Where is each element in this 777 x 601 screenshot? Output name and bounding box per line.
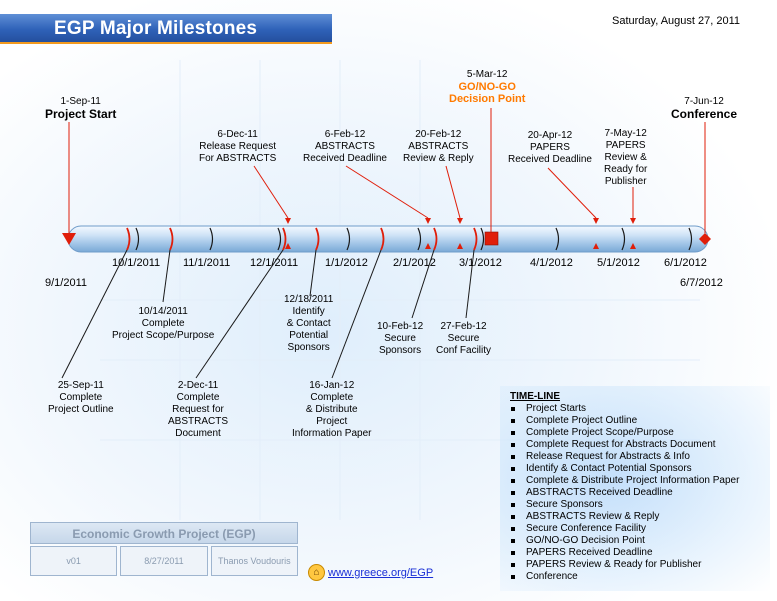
list-item: PAPERS Review & Ready for Publisher — [510, 559, 739, 571]
list-item: GO/NO-GO Decision Point — [510, 535, 739, 547]
milestone-identify-sponsors: 12/18/2011 Identify & Contact Potential … — [284, 294, 334, 353]
milestone-secure-facility: 27-Feb-12 Secure Conf Facility — [436, 321, 492, 356]
list-item: Complete Request for Abstracts Document — [510, 439, 739, 451]
version-cell: v01 — [30, 546, 118, 576]
list-item: Release Request for Abstracts & Info — [510, 451, 739, 463]
list-item: Complete & Distribute Project Informatio… — [510, 475, 739, 487]
list-item: ABSTRACTS Review & Reply — [510, 511, 739, 523]
author-cell: Thanos Voudouris — [210, 546, 298, 576]
list-item: Project Starts — [510, 403, 739, 415]
website-link-group: ⌂ www.greece.org/EGP — [308, 564, 433, 581]
milestone-abstracts-deadline: 6-Feb-12 ABSTRACTS Received Deadline — [303, 129, 387, 164]
axis-tick-label: 3/1/2012 — [459, 257, 502, 269]
timeline-panel — [500, 386, 770, 591]
timeline-title: TIME-LINE — [510, 391, 560, 402]
milestone-project-outline: 25-Sep-11 Complete Project Outline — [48, 380, 114, 415]
project-info-row: v01 8/27/2011 Thanos Voudouris — [30, 546, 298, 576]
website-link[interactable]: www.greece.org/EGP — [328, 566, 434, 579]
axis-tick-label: 11/1/2011 — [183, 257, 231, 269]
date-cell: 8/27/2011 — [120, 546, 208, 576]
axis-tick-label: 12/1/2011 — [250, 257, 299, 269]
milestone-secure-sponsors: 10-Feb-12 Secure Sponsors — [377, 321, 424, 356]
milestone-start: 1-Sep-11 Project Start — [45, 96, 117, 121]
milestone-papers-review: 7-May-12 PAPERS Review & Ready for Publi… — [604, 128, 648, 187]
axis-tick-label: 6/1/2012 — [664, 257, 707, 269]
home-icon[interactable]: ⌂ — [308, 564, 325, 581]
axis-start-date: 9/1/2011 — [45, 277, 88, 289]
axis-tick-label: 4/1/2012 — [530, 257, 573, 269]
axis-tick-label: 2/1/2012 — [393, 257, 436, 269]
list-item: Complete Project Scope/Purpose — [510, 427, 739, 439]
axis-tick-label: 1/1/2012 — [325, 257, 368, 269]
milestone-project-scope: 10/14/2011 Complete Project Scope/Purpos… — [112, 306, 215, 341]
milestone-conference: 7-Jun-12 Conference — [671, 96, 738, 121]
list-item: Secure Conference Facility — [510, 523, 739, 535]
list-item: Secure Sponsors — [510, 499, 739, 511]
project-name-box: Economic Growth Project (EGP) — [30, 522, 298, 544]
axis-end-date: 6/7/2012 — [680, 277, 723, 289]
header-bar — [0, 14, 332, 44]
milestone-release-request: 6-Dec-11 Release Request For ABSTRACTS — [199, 129, 277, 164]
milestone-go-no-go: 5-Mar-12 GO/NO-GO Decision Point — [449, 69, 526, 105]
list-item: Complete Project Outline — [510, 415, 739, 427]
timeline-list: Project Starts Complete Project Outline … — [510, 403, 739, 583]
axis-tick-label: 10/1/2011 — [112, 257, 161, 269]
list-item: PAPERS Received Deadline — [510, 547, 739, 559]
milestone-abstracts-review: 20-Feb-12 ABSTRACTS Review & Reply — [403, 129, 474, 164]
list-item: Conference — [510, 571, 739, 583]
header-date: Saturday, August 27, 2011 — [612, 15, 741, 27]
milestone-papers-deadline: 20-Apr-12 PAPERS Received Deadline — [508, 130, 592, 165]
list-item: Identify & Contact Potential Sponsors — [510, 463, 739, 475]
milestone-information-paper: 16-Jan-12 Complete & Distribute Project … — [292, 380, 372, 439]
list-item: ABSTRACTS Received Deadline — [510, 487, 739, 499]
page-title: EGP Major Milestones — [54, 18, 258, 39]
milestone-request-document: 2-Dec-11 Complete Request for ABSTRACTS … — [168, 380, 229, 439]
axis-tick-label: 5/1/2012 — [597, 257, 640, 269]
